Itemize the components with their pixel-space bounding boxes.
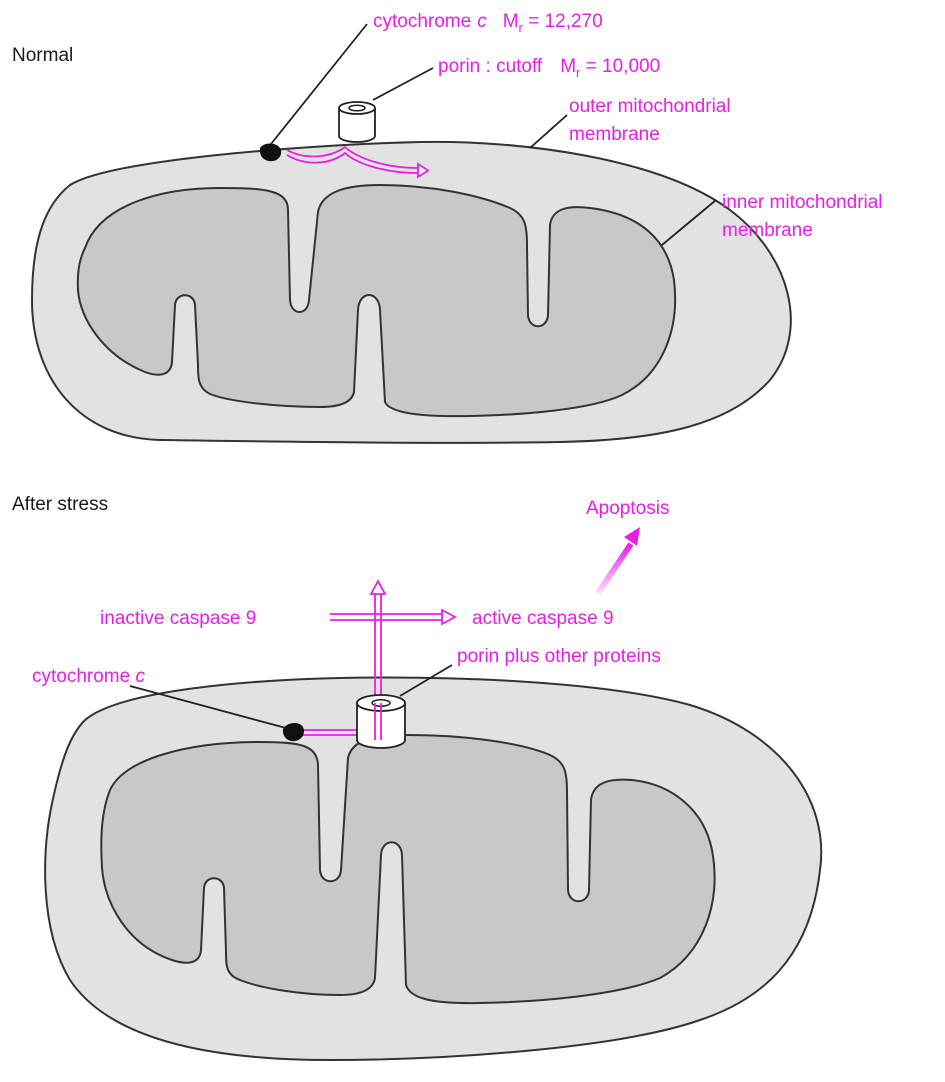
inner-membrane-label-line1: inner mitochondrial [722,192,883,213]
outer-membrane-label-line1: outer mitochondrial [569,96,731,117]
inactive-caspase-label: inactive caspase 9 [100,608,256,629]
porin-plus-proteins-channel [357,695,405,748]
apoptosis-label: Apoptosis [586,498,669,519]
porin-channel [339,102,375,142]
outer-membrane-leader-line [530,115,567,148]
stress-panel: After stress Apoptosis inactive caspase … [12,494,821,1060]
stress-heading: After stress [12,494,108,515]
inner-membrane-label-line2: membrane [722,220,813,241]
normal-heading: Normal [12,45,73,66]
outer-membrane-label-line2: membrane [569,124,660,145]
stress-cytochrome-label: cytochrome c [32,666,145,687]
active-caspase-label: active caspase 9 [472,608,614,629]
porin-plus-proteins-label: porin plus other proteins [457,646,661,667]
apoptosis-arrow [598,527,640,593]
porin-leader-line [373,68,433,100]
caspase-activation-arrow [330,614,442,620]
